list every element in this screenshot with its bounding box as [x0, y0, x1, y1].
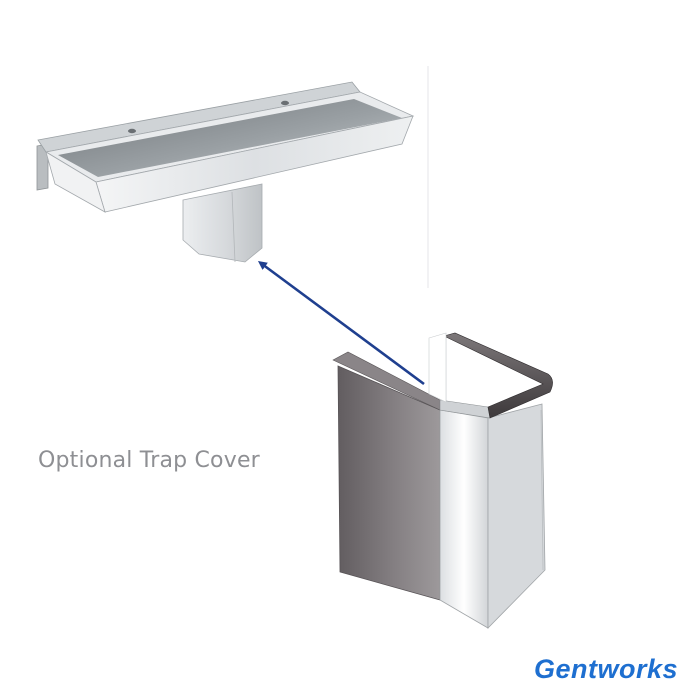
trap-cover — [332, 332, 553, 629]
trap-cover-chamfer — [439, 409, 489, 629]
sink-bowl — [58, 99, 402, 177]
tap-hole-right — [281, 100, 289, 106]
tap-hole-left — [128, 128, 136, 134]
trap-cover-side-face — [487, 403, 546, 629]
trap-cover-caption: Optional Trap Cover — [38, 448, 260, 473]
brand-logo: Gentworks — [533, 654, 678, 684]
trap-cover-rim-right — [443, 332, 553, 419]
sink-end-panel — [45, 151, 106, 213]
trap-housing — [182, 183, 263, 263]
direction-arrow — [257, 261, 425, 386]
trough-sink — [36, 81, 415, 263]
